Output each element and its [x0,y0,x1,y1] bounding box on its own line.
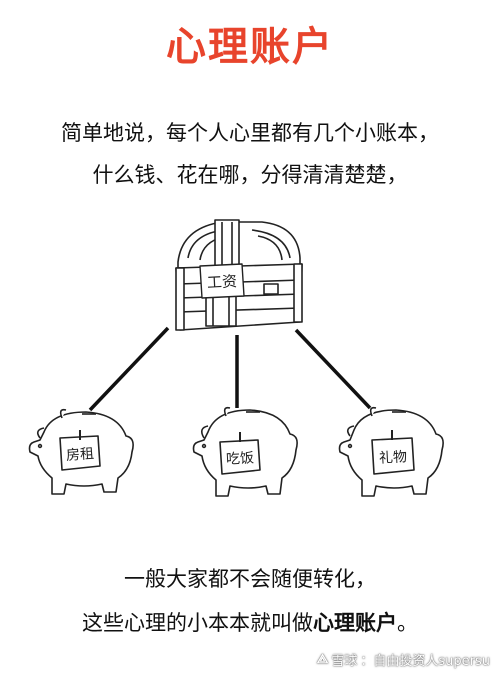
watermark-text: ：自由投资人supersu [360,654,490,669]
piggy-bank-icon [28,408,134,495]
watermark: ⟁ 雪球 ：自由投资人supersu [317,650,490,669]
watermark-site: 雪球 [331,654,358,669]
intro-line-1: 简单地说，每个人心里都有几个小账本， [61,121,439,145]
outro-emphasis: 心理账户 [313,611,397,635]
outro-line-2-suffix: 。 [397,611,418,635]
connector-line-left [88,326,170,412]
outro-line-2-prefix: 这些心理的小本本就叫做 [82,611,313,635]
connector-line-right [294,328,372,410]
piggy-label-1: 房租 [66,446,95,464]
page-title: 心理账户 [166,24,334,70]
chest-label: 工资 [207,272,238,292]
intro-text: 简单地说，每个人心里都有几个小账本， 什么钱、花在哪，分得清清楚楚， [0,112,500,196]
piggy-bank-icon [338,406,444,497]
piggy-label-2: 吃饭 [226,450,255,467]
outro-line-2: 这些心理的小本本就叫做心理账户。 [0,601,500,645]
treasure-chest-icon [175,219,303,331]
piggy-label-3: 礼物 [379,449,408,466]
outro-text: 一般大家都不会随便转化， 这些心理的小本本就叫做心理账户。 [0,557,500,645]
outro-line-1: 一般大家都不会随便转化， [124,567,376,591]
piggy-bank-icon [192,406,298,497]
snowball-logo-icon: ⟁ [316,652,329,667]
intro-line-2: 什么钱、花在哪，分得清清楚楚， [92,163,408,187]
